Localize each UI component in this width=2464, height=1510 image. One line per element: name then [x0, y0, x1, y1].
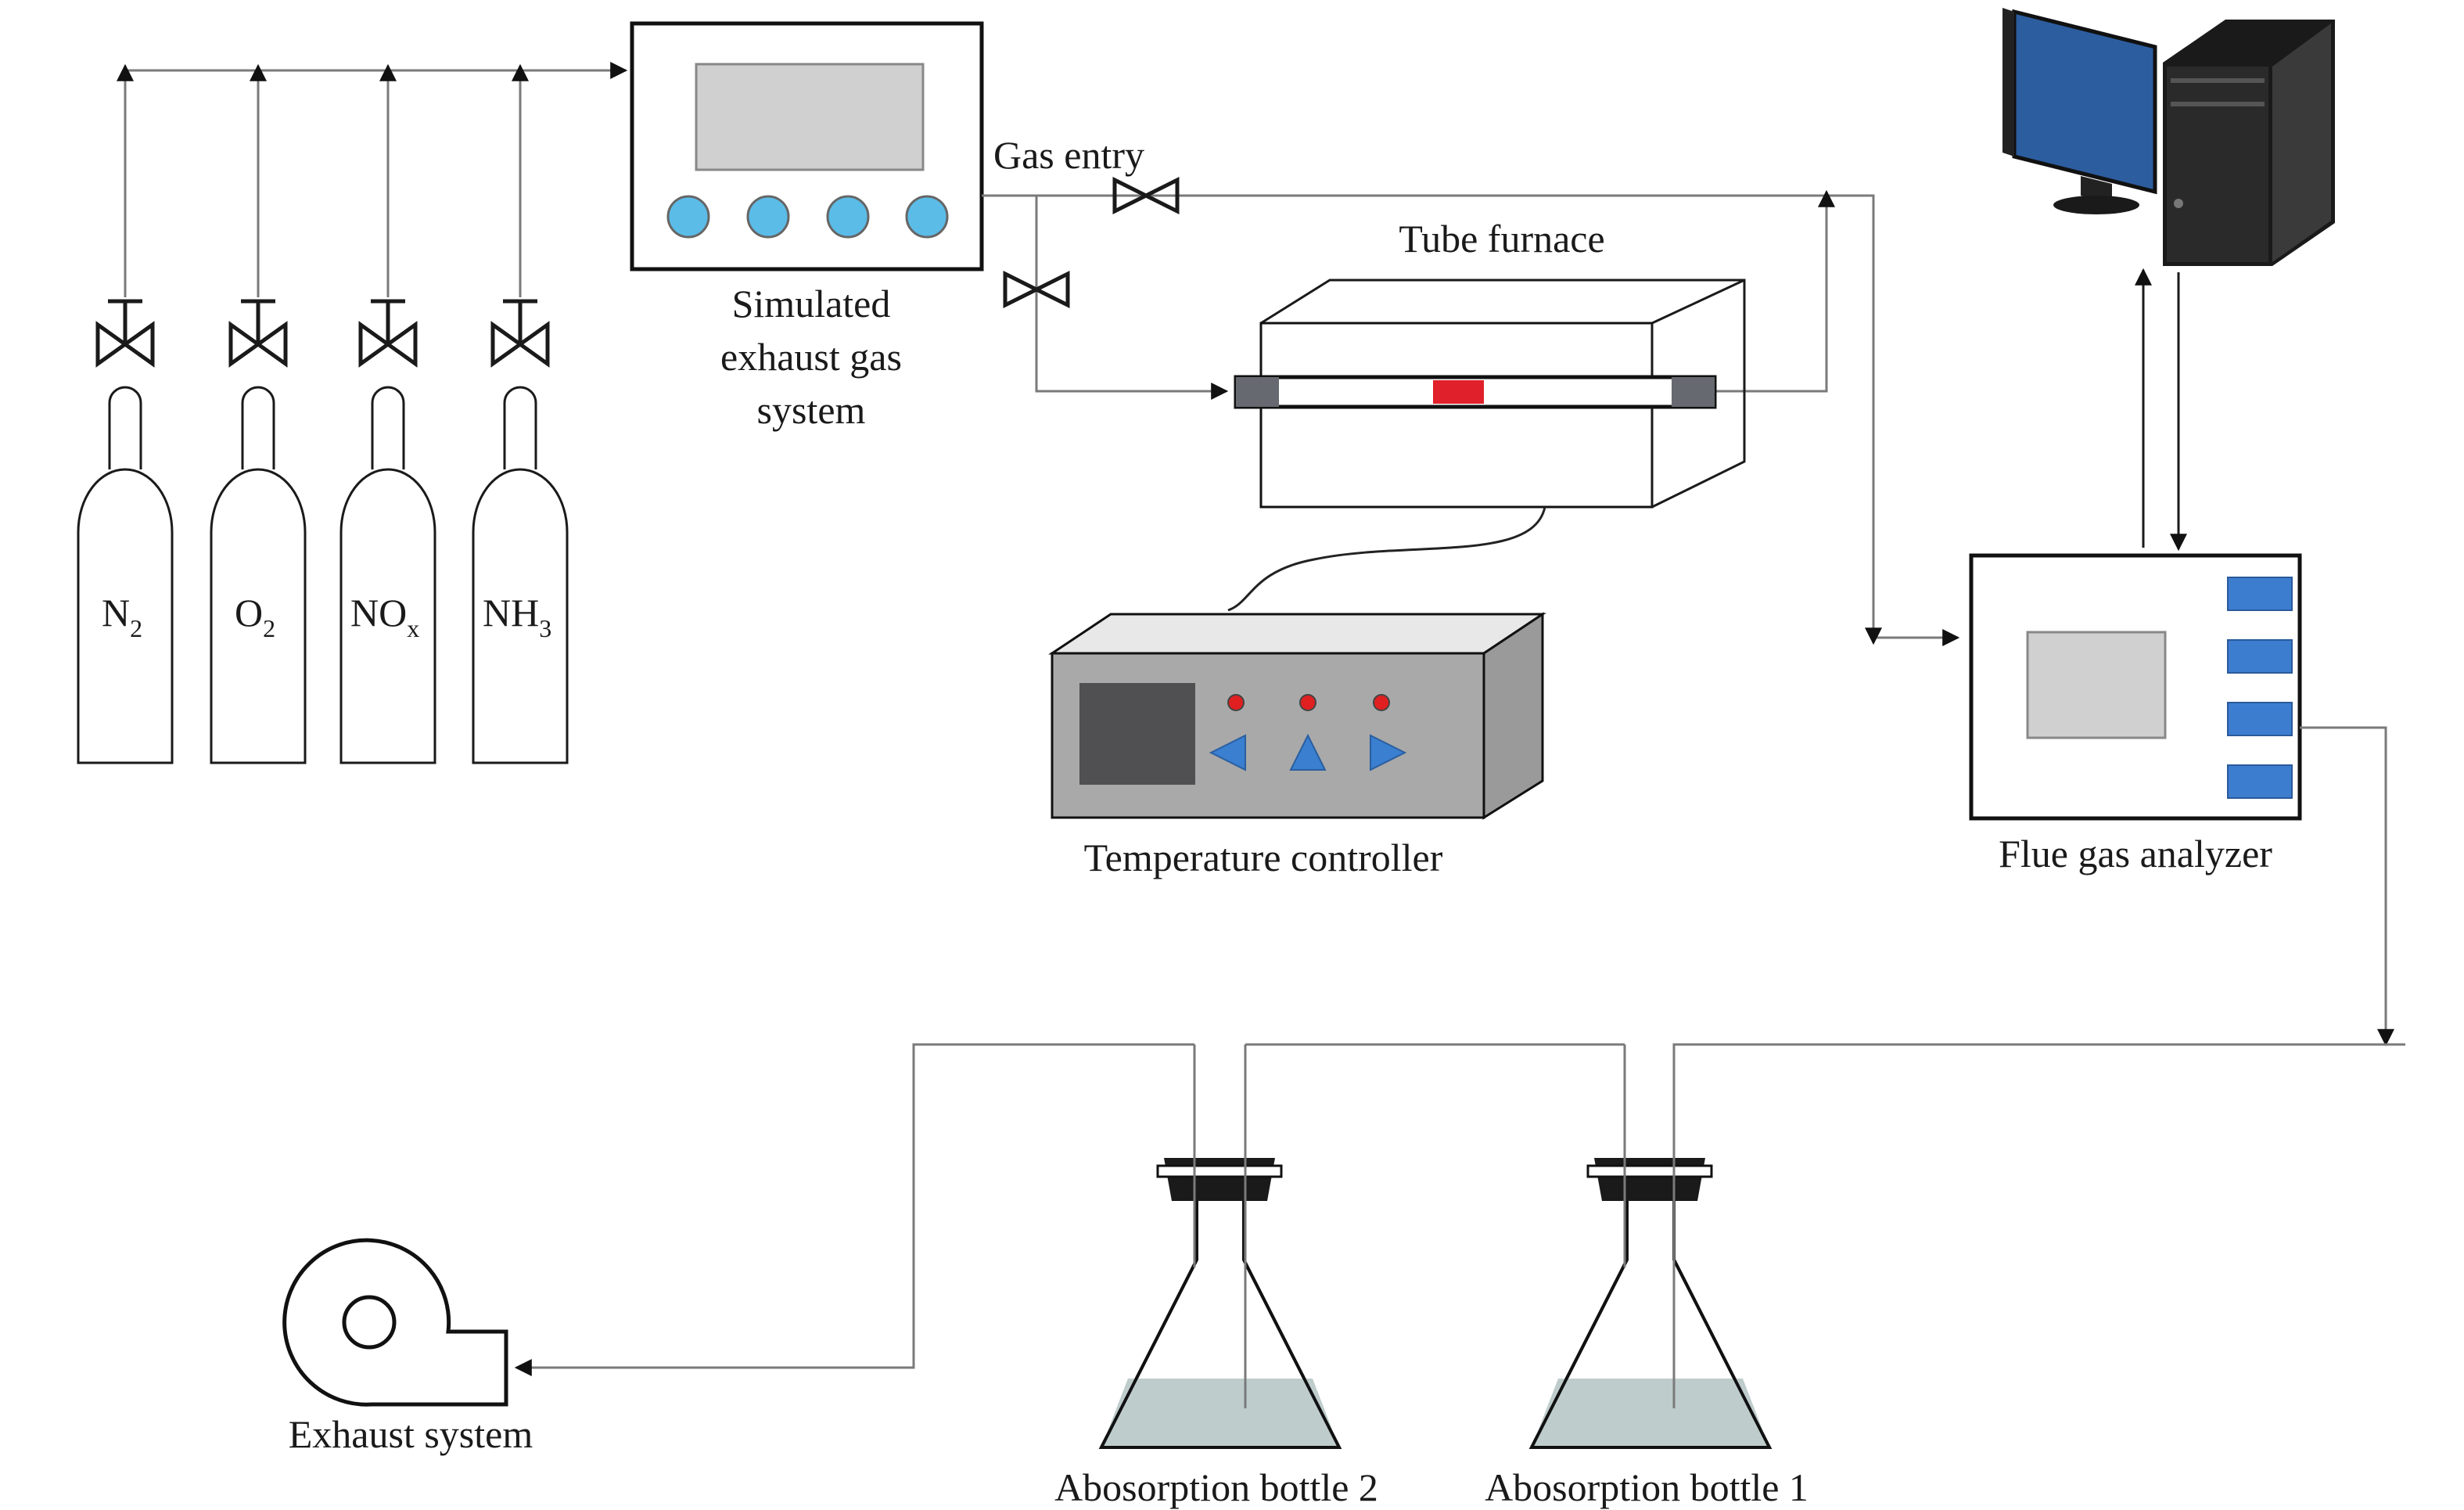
cylinder-o2: O2 — [210, 386, 307, 764]
indicator-light — [1299, 694, 1316, 711]
bottle1-inlet-line — [1672, 1043, 2405, 1158]
simulated-label-line1: Simulated — [732, 282, 891, 325]
gas-entry-lines: Gas entry — [982, 133, 1960, 646]
absorption-bottle-1: Abosorption bottle 1 — [1485, 1044, 1808, 1509]
valve-icon[interactable] — [358, 299, 418, 368]
control-button[interactable] — [905, 195, 949, 239]
cylinder-nox: NOx — [339, 386, 436, 764]
simulated-exhaust-gas-system: Simulated exhaust gas system — [630, 21, 984, 432]
computer-icon — [2002, 8, 2335, 266]
valve-icon[interactable] — [1112, 176, 1180, 215]
flue-gas-analyzer: Flue gas analyzer — [1969, 553, 2302, 875]
svg-text:O2: O2 — [235, 591, 275, 642]
tube-end-cap-left — [1236, 377, 1279, 407]
tube-furnace-label: Tube furnace — [1399, 217, 1604, 261]
blower-icon: Exhaust system — [282, 1238, 533, 1456]
bottle2-label: Abosorption bottle 2 — [1054, 1465, 1378, 1509]
cylinder-subscript: 3 — [539, 614, 551, 642]
tube-furnace: Tube furnace — [1234, 217, 1746, 509]
temperature-controller: Temperature controller — [1048, 612, 1546, 879]
analyzer-outlet-line — [2300, 726, 2394, 1047]
valve-icon[interactable] — [1003, 270, 1070, 309]
analyzer-button[interactable] — [2227, 639, 2293, 674]
gas-cylinders: N2 O2 NOx NH3 — [77, 386, 569, 764]
valve-icon[interactable] — [490, 299, 550, 368]
analyzer-button[interactable] — [2227, 764, 2293, 799]
simulated-label-line2: exhaust gas — [720, 335, 902, 379]
gas-entry-label: Gas entry — [993, 133, 1144, 177]
cylinder-nh3: NH3 — [472, 386, 569, 764]
analyzer-display — [2026, 631, 2167, 739]
simulated-label-line3: system — [757, 388, 866, 432]
heating-zone — [1433, 380, 1484, 404]
analyzer-button[interactable] — [2227, 702, 2293, 736]
cylinder-subscript: 2 — [263, 614, 275, 642]
cylinder-label: N — [102, 591, 130, 635]
cylinder-label: NO — [350, 591, 407, 635]
display-panel — [695, 63, 925, 171]
bottle-connector-lines — [514, 1043, 1625, 1376]
stopper — [1164, 1158, 1275, 1201]
up-arrow-icon[interactable] — [1289, 733, 1327, 771]
svg-text:N2: N2 — [102, 591, 142, 642]
analyzer-button[interactable] — [2227, 577, 2293, 611]
control-button[interactable] — [826, 195, 870, 239]
flue-gas-analyzer-label: Flue gas analyzer — [1999, 832, 2272, 875]
bottle1-label: Abosorption bottle 1 — [1485, 1465, 1808, 1509]
cylinder-subscript: x — [407, 614, 419, 642]
svg-text:NOx: NOx — [350, 591, 419, 642]
valve-icon[interactable] — [95, 299, 155, 368]
stopper — [1594, 1158, 1705, 1201]
indicator-light — [1227, 694, 1245, 711]
right-arrow-icon[interactable] — [1370, 734, 1407, 771]
tube-end-cap-right — [1672, 377, 1715, 407]
valve-icon[interactable] — [228, 299, 288, 368]
left-arrow-icon[interactable] — [1209, 734, 1246, 771]
temperature-display — [1079, 683, 1195, 785]
absorption-bottle-2: Abosorption bottle 2 — [1054, 1044, 1378, 1509]
temperature-controller-label: Temperature controller — [1084, 836, 1443, 879]
cylinder-label: O — [235, 591, 263, 635]
gas-manifold — [117, 62, 628, 297]
cylinder-subscript: 2 — [130, 614, 142, 642]
cylinder-n2: N2 — [77, 386, 174, 764]
thermocouple-wire — [1227, 506, 1546, 612]
cylinder-valves — [95, 299, 550, 368]
indicator-light — [1373, 694, 1390, 711]
svg-text:NH3: NH3 — [483, 591, 551, 642]
exhaust-system-label: Exhaust system — [289, 1412, 533, 1456]
computer-analyzer-link — [2135, 268, 2187, 552]
control-button[interactable] — [746, 195, 790, 239]
control-button[interactable] — [666, 195, 710, 239]
cylinder-label: NH — [483, 591, 539, 635]
